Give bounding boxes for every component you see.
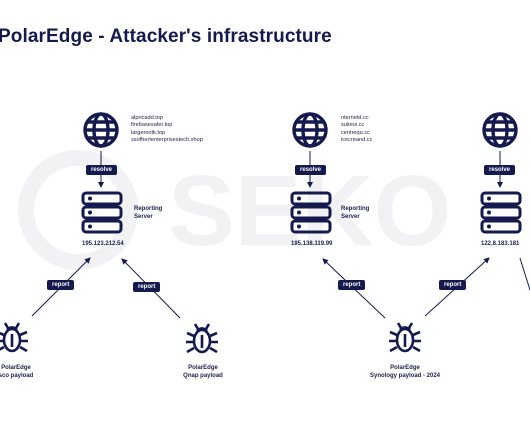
domain-item: icecreand.cc <box>341 137 373 144</box>
domain-item: nternetd.cc <box>341 115 369 121</box>
payload-label: PolarEdge Qnap payload <box>176 364 230 380</box>
payload-label: PolarEdge Synology payload - 2024 <box>360 364 450 380</box>
server-stack-icon <box>290 191 332 234</box>
payload-label: PolarEdge Cisco payload <box>0 364 42 380</box>
server-ip: 195.123.212.54 <box>82 241 124 247</box>
payload-label-line: Cisco payload <box>0 373 34 379</box>
domain-item: ssofhertenterprisestech.shop <box>131 137 203 144</box>
resolve-badge: resolve <box>484 165 516 175</box>
payload-label-line: PolarEdge <box>188 365 218 371</box>
resolve-badge: resolve <box>86 165 118 175</box>
payload-label-line: Qnap payload <box>183 373 223 379</box>
bug-icon <box>0 322 28 353</box>
server-ip: 195.138.119.99 <box>291 241 333 247</box>
server-label-line: Server <box>341 214 360 220</box>
domain-item: suiteoi.cc <box>341 122 365 129</box>
server-label-line: Server <box>134 214 153 220</box>
globe-icon <box>292 112 328 148</box>
domain-item: largerootk.top <box>131 129 166 136</box>
payload-label-line: PolarEdge <box>390 365 420 371</box>
page-title: PolarEdge - Attacker's infrastructure <box>0 26 332 47</box>
domain-item: firebasesafer.top <box>131 122 173 129</box>
report-badge: report <box>338 280 366 290</box>
report-badge: report <box>133 282 161 292</box>
domain-item: alpricadd.top <box>131 115 164 121</box>
payload-label-line: PolarEdge <box>1 365 31 371</box>
server-label: Reporting Server <box>134 205 162 221</box>
globe-icon <box>482 112 518 148</box>
server-label-line: Reporting <box>134 206 163 212</box>
bug-icon <box>186 323 218 354</box>
server-stack-icon <box>480 191 522 234</box>
payload-label-line: Synology payload - 2024 <box>369 373 441 379</box>
bug-icon <box>389 322 421 353</box>
domain-list: nternetd.cc suiteoi.cc centrequ.cc icecr… <box>341 115 372 145</box>
resolve-badge: resolve <box>295 165 327 175</box>
domain-item: centrequ.cc <box>341 129 370 136</box>
globe-icon <box>83 112 119 148</box>
server-label-line: Reporting <box>341 206 370 212</box>
server-stack-icon <box>81 191 123 234</box>
report-badge: report <box>439 280 467 290</box>
report-badge: report <box>47 280 75 290</box>
server-label: Reporting Server <box>341 205 369 221</box>
server-ip: 122.8.183.181 <box>481 241 520 247</box>
domain-list: alpricadd.top firebasesafer.top largeroo… <box>131 115 203 145</box>
